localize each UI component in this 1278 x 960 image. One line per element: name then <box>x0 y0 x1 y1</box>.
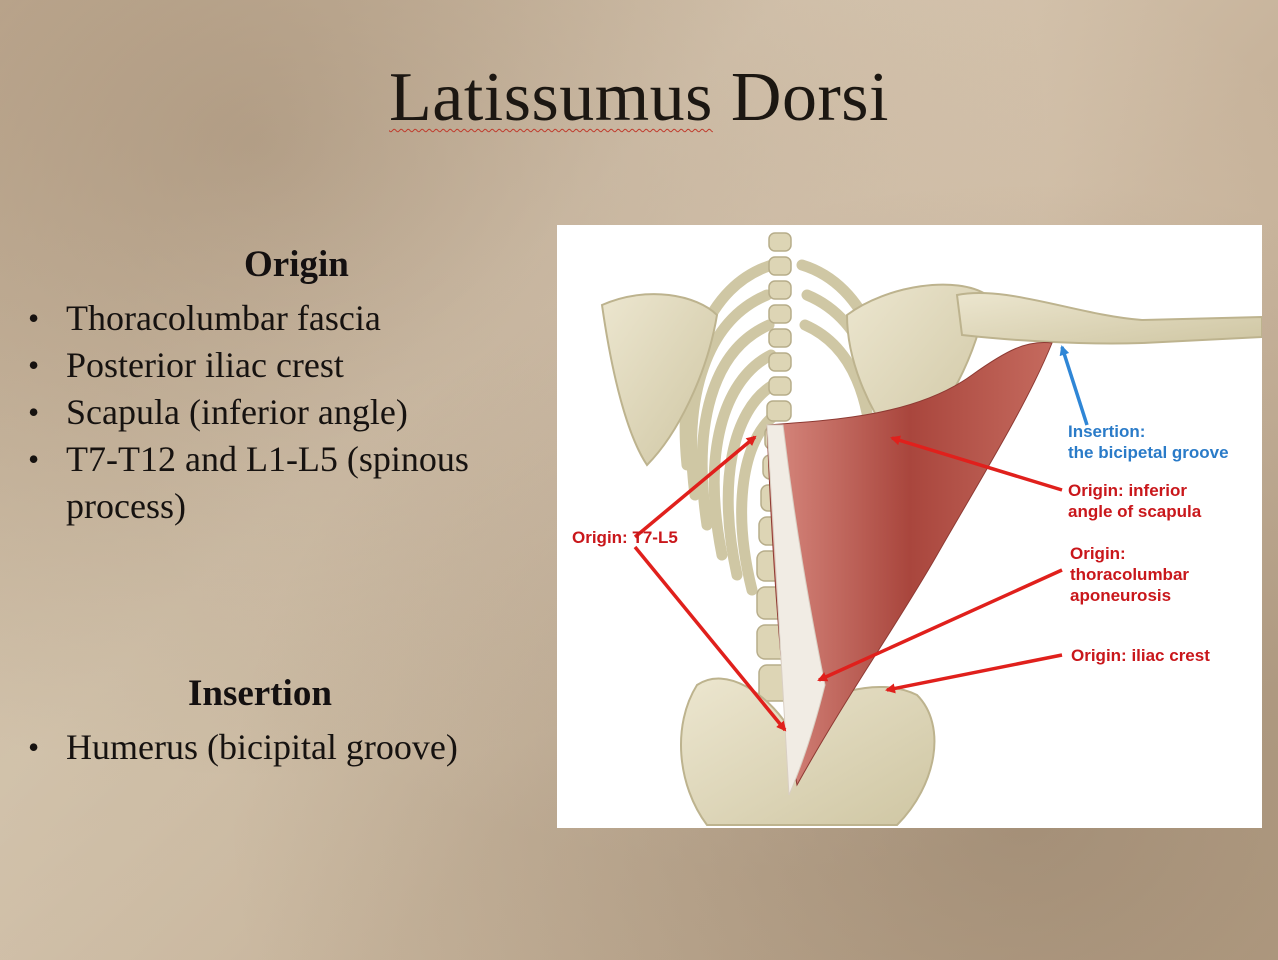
label-origin-t7: Origin: T7-L5 <box>572 528 678 547</box>
insertion-heading: Insertion <box>188 673 332 714</box>
arrow-iliac <box>885 653 1063 694</box>
origin-item: Posterior iliac crest <box>26 342 546 389</box>
origin-item: T7-T12 and L1-L5 (spinous process) <box>26 436 546 530</box>
aponeurosis <box>766 424 826 796</box>
arrow-l5 <box>633 545 787 732</box>
label-origin-scapula: Origin: inferior angle of scapula <box>1068 481 1202 521</box>
annotation-arrows <box>633 345 1089 732</box>
origin-item: Scapula (inferior angle) <box>26 389 546 436</box>
title-word-misspelled: Latissumus <box>389 59 713 136</box>
insertion-item: Humerus (bicipital groove) <box>26 724 546 771</box>
origin-list: Thoracolumbar fascia Posterior iliac cre… <box>26 295 546 530</box>
arrow-thoracolumbar <box>817 568 1063 682</box>
title-word: Dorsi <box>730 59 889 136</box>
arrow-scapula <box>890 435 1063 492</box>
left-scapula <box>600 293 719 467</box>
origin-heading: Origin <box>244 244 349 285</box>
origin-item: Thoracolumbar fascia <box>26 295 546 342</box>
arrow-t7 <box>633 435 757 539</box>
arrow-insertion <box>1059 345 1089 426</box>
label-origin-iliac: Origin: iliac crest <box>1071 646 1210 665</box>
humerus <box>955 291 1262 345</box>
label-origin-thoracolumbar: Origin: thoracolumbar aponeurosis <box>1070 544 1190 605</box>
anatomy-illustration <box>600 232 1262 826</box>
insertion-list: Humerus (bicipital groove) <box>26 724 546 771</box>
label-insertion: Insertion: the bicipetal groove <box>1068 422 1229 462</box>
anatomy-figure: Insertion: the bicipetal groove Origin: … <box>557 225 1262 828</box>
slide-title: Latissumus Dorsi <box>0 58 1278 138</box>
